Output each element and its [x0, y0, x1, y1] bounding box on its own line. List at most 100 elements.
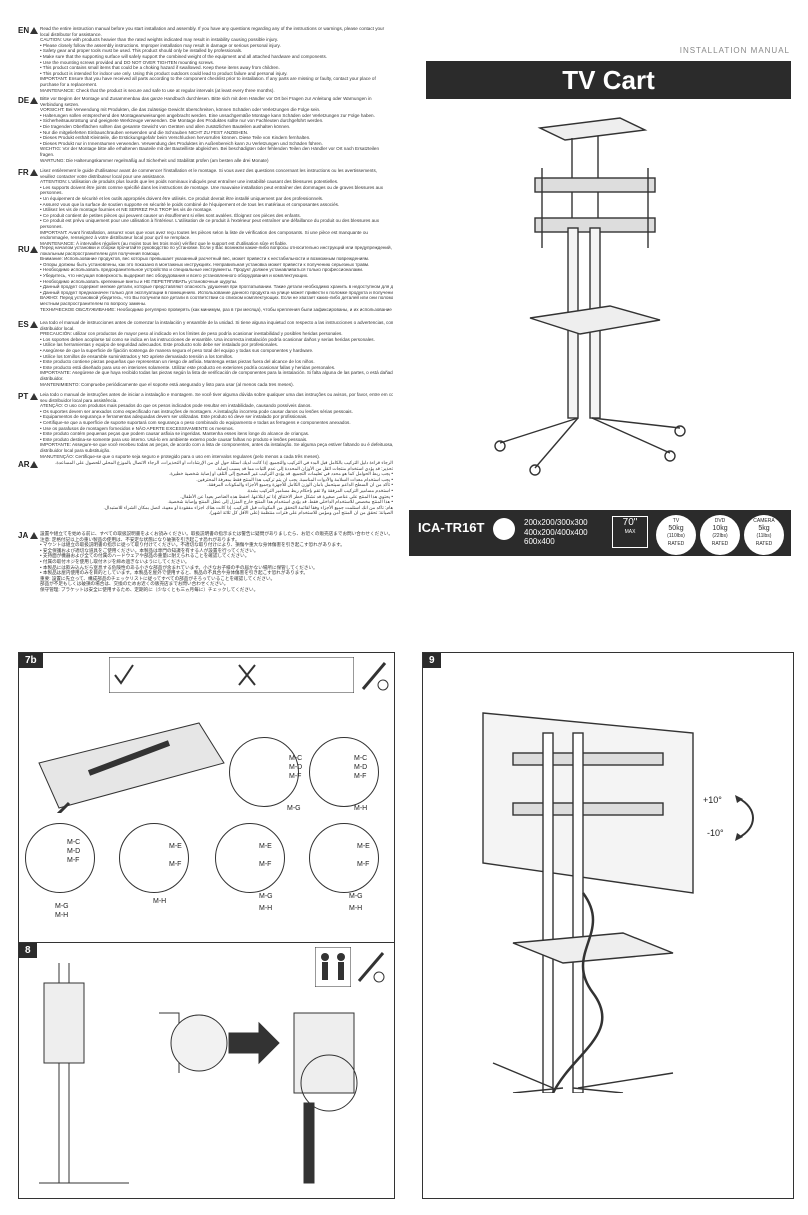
tilt-down-label: -10°: [707, 828, 724, 838]
instruction-line: • 付属の取付ネジを使用し取付ネジを締め過ぎないようにしてください。: [40, 558, 190, 564]
instruction-line: Verbindung setzen.: [40, 101, 80, 107]
instruction-line: distribuidor local.: [40, 325, 75, 331]
instruction-line: WICHTIG: Vor der Montage bitte alle erha…: [40, 146, 380, 152]
instruction-line: • 本製品には飲み込んだら窒息する危険性のある小さな部品が含まれています。小さな…: [40, 564, 318, 570]
instruction-line: Внимание: Использование продуктов, вес к…: [40, 256, 370, 262]
two-person-icon: [315, 947, 351, 987]
step-number: 9: [423, 653, 441, 668]
instruction-line: • Dieses Produkt enthält Kleinteile, die…: [40, 135, 311, 141]
instruction-line: 設置や組立てを始める前に、すべての取扱説明書をよくお読みください。取扱説明書の指…: [40, 531, 393, 536]
language-code: JA: [18, 531, 29, 540]
instruction-line: distribuidor.: [40, 375, 64, 381]
instruction-line: • Este producto está diseñado para uso e…: [40, 364, 336, 370]
instruction-line: Lisez entièrement le guide d'utilisateur…: [40, 168, 378, 173]
instruction-line: • Utilice los tornillos de ensamble sumi…: [40, 353, 234, 359]
warning-icon: [30, 532, 38, 539]
do-dont-icons: [109, 657, 354, 693]
instruction-line: purchase for a replacement.: [40, 81, 98, 87]
part-label: M-E: [259, 843, 272, 850]
step-number: 7b: [19, 653, 43, 668]
instruction-line: • Данный продукт содержит мелкие детали,…: [40, 284, 393, 290]
instruction-line: ATENÇÃO: O uso com produtos mais pesados…: [40, 403, 312, 409]
instruction-line: • マウントは組立の取扱説明書の指示に従って取り付けてください。不適切な取り付け…: [40, 542, 345, 548]
instruction-line: seu distribuidor local para assistência.: [40, 397, 118, 403]
part-label: M-H: [349, 905, 363, 912]
detail-circle: [309, 823, 379, 893]
instruction-line: 重要: 設置に先立って、構成部品のチェックリストに従ってすべての部品がそろってい…: [40, 575, 276, 581]
language-code: AR: [18, 460, 30, 469]
instruction-line: • Asegúrese de que la superficie de fija…: [40, 347, 314, 353]
step-8-drawing: [39, 963, 358, 1184]
step-9-panel: 9 +10° -10°: [422, 652, 794, 1199]
instruction-line: تحذير: قد يؤدي استخدام منتجات أثقل من ال…: [216, 465, 393, 471]
part-label: M-F: [169, 861, 182, 868]
instruction-line: local distributor for assistance.: [40, 31, 102, 37]
instruction-line: Read the entire instruction manual befor…: [40, 26, 385, 31]
instruction-line: Lea todo el manual de instrucciones ante…: [40, 320, 393, 325]
instruction-line: 部品が不足もしくは破損の場合は、交換のためお近くの販売店までお問い合わせください…: [40, 581, 229, 587]
instruction-line: MANUTENÇÃO: Certifique-se que o suporte …: [40, 453, 321, 459]
warning-icon: [30, 321, 38, 328]
tilt-arrow-icon: [735, 795, 754, 841]
part-label: M-H: [259, 905, 273, 912]
language-code: ES: [18, 320, 29, 329]
part-label: M-E: [169, 843, 182, 850]
detail-circle: [309, 737, 379, 807]
instruction-line: 保守管理: ブラケットは安全に使用するため、定期的に（少なくとも三ヵ月毎に）チェ…: [40, 586, 259, 592]
instruction-line: Bitte vor Beginn der Montage und Zusamme…: [40, 96, 372, 101]
instruction-line: • Assurez vous que la surface de soutien…: [40, 201, 340, 207]
tilt-up-label: +10°: [703, 795, 722, 805]
warning-icon: [30, 169, 38, 176]
instruction-line: • 安全保護および適切な道具をご使用ください。本製品は専門の知識を有する人が設置…: [40, 547, 259, 553]
instruction-line: CAUTION: Use with products heavier than …: [40, 37, 279, 43]
instruction-line: VORSICHT: Bei Verwendung mit Produkten, …: [40, 107, 321, 113]
part-label: M-F: [259, 861, 272, 868]
part-label: M-D: [67, 848, 81, 855]
instruction-line: • يجب ربط الحوامل كما هو محدد في تعليمات…: [169, 471, 393, 477]
instruction-line: • Sicherheitsausrüstung und geeignete We…: [40, 118, 324, 124]
vesa-sizes: 200x200/300x300 400x200/400x400 600x400: [524, 518, 588, 546]
instruction-line: IMPORTANT: Ensure that you have received…: [40, 76, 376, 82]
instruction-line: • Die tragenden Oberflächen sollten das …: [40, 123, 291, 129]
part-label: M-F: [357, 861, 370, 868]
instruction-line: endommagée, renseignez à votre distribut…: [40, 235, 191, 241]
detail-circle: [25, 823, 95, 893]
instruction-line: الرجاء قراءة دليل التركيب بالكامل قبل ال…: [55, 460, 393, 465]
part-label: M-G: [55, 903, 69, 910]
part-label: M-C: [67, 839, 81, 846]
instruction-line: • 本製品は屋内使用のみを目的としています。本製品を屋外で使用すると、製品の不具…: [40, 570, 308, 576]
instruction-line: • Safety gear and proper tools must be u…: [40, 48, 243, 54]
step-number: 8: [19, 943, 37, 958]
part-label: M-F: [67, 857, 80, 864]
detail-circle: [119, 823, 189, 893]
language-code: EN: [18, 26, 30, 35]
instruction-line: fragen.: [40, 151, 55, 157]
instruction-line: • Необходимо использовать крепежные винт…: [40, 278, 238, 284]
instruction-line: personnes.: [40, 223, 63, 229]
instruction-line: • Utilice las herramientas y equipo de s…: [40, 342, 279, 348]
part-label: M-C: [354, 755, 368, 762]
instruction-line: ATTENTION: L'utilisation de produits plu…: [40, 179, 339, 185]
step-7b-panel: 7b M-C M-D M-F M-G M-C M-D M-F M-H M-C M…: [18, 652, 395, 944]
language-code: PT: [18, 392, 29, 401]
instruction-line: • Utilisez les vis de montage fournies e…: [40, 207, 213, 213]
instruction-line: • This product is intended for indoor us…: [40, 70, 288, 76]
instruction-line: • Este producto contiene piezas pequeñas…: [40, 359, 315, 365]
instruction-line: местным распространителем по вопросу зам…: [40, 300, 147, 306]
language-code: DE: [18, 96, 30, 105]
step-9-drawing: [482, 712, 694, 1093]
part-label: M-H: [55, 912, 69, 919]
instruction-line: • Nur die mitgelieferten Einbauschrauben…: [40, 129, 249, 135]
instruction-line: • Make sure that the supporting surface …: [40, 53, 328, 59]
instruction-line: veuillez contacter votre distributeur lo…: [40, 173, 166, 179]
warning-icon: [30, 461, 38, 468]
step-8-panel: 8: [18, 942, 395, 1199]
screwdriver-icon: [361, 662, 389, 691]
instruction-line: • Os suportes devem ser anexados como es…: [40, 408, 353, 414]
instruction-line: • Use os parafusos de montagem fornecido…: [40, 425, 234, 431]
instruction-line: WARTUNG: Die Halterungskammer regelmäßig…: [40, 157, 269, 163]
instruction-line: PRECAUCIÓN: utilizar con productos de ma…: [40, 331, 343, 337]
instruction-line: • يحتوي هذا المنتج على عناصر صغيرة قد تش…: [180, 493, 393, 499]
